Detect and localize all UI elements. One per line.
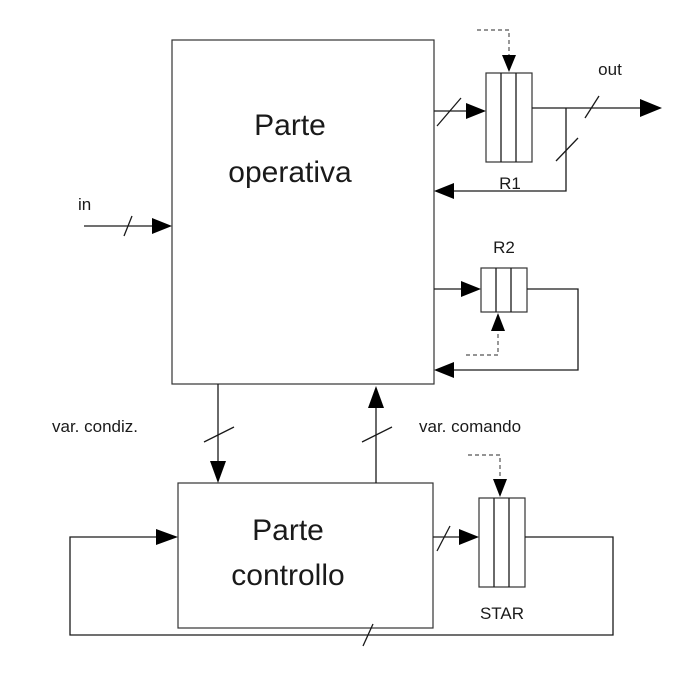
r1-input-arrowhead: [466, 103, 486, 119]
r1-clock-line: [477, 29, 510, 55]
r2-clock-line: [466, 331, 499, 356]
parte-operativa-block: Parte operativa: [171, 39, 435, 385]
parte-controllo-block: Parte controllo: [177, 482, 434, 629]
out-arrowhead: [640, 99, 662, 117]
star-input-bus-slash: [436, 525, 451, 552]
var-condiz-connection: var. condiz.: [52, 384, 235, 483]
r1-clock-arrowhead: [502, 55, 516, 72]
r1-feedback-arrowhead: [434, 183, 454, 199]
star-box: [478, 497, 526, 588]
star-input-arrowhead: [459, 529, 479, 545]
r2-label: R2: [493, 238, 515, 257]
parte-operativa-label-line2: operativa: [228, 156, 352, 189]
parte-controllo-label-line1: Parte: [252, 514, 324, 547]
var-condiz-label: var. condiz.: [52, 417, 138, 436]
input-in-label: in: [78, 195, 91, 214]
parte-controllo-label-line2: controllo: [231, 559, 344, 592]
parte-operativa-box: [171, 39, 435, 385]
out-label: out: [598, 60, 622, 79]
star-clock-line: [468, 454, 501, 479]
r1-input-bus-slash: [436, 97, 462, 127]
var-comando-bus-slash: [361, 426, 393, 443]
star-clock-arrowhead: [493, 479, 507, 497]
input-in-connection: in: [78, 195, 172, 237]
var-comando-arrowhead: [368, 386, 384, 408]
r1-feedback-line: [452, 108, 567, 192]
star-label: STAR: [480, 604, 524, 623]
var-condiz-arrowhead: [210, 461, 226, 483]
r1-label: R1: [499, 174, 521, 193]
r1-box: [485, 72, 533, 163]
var-comando-label: var. comando: [419, 417, 521, 436]
register-r1: R1 out: [434, 29, 662, 199]
out-bus-slash: [584, 95, 600, 119]
input-bus-slash: [123, 215, 133, 237]
star-feedback-arrowhead: [156, 529, 178, 545]
parte-controllo-box: [177, 482, 434, 629]
var-comando-connection: var. comando: [361, 386, 521, 483]
r1-feedback-bus-slash: [555, 137, 579, 162]
r2-box: [480, 267, 528, 313]
r2-clock-arrowhead: [491, 313, 505, 331]
star-feedback-bus-slash: [362, 623, 374, 647]
input-arrowhead: [152, 218, 172, 234]
r2-input-arrowhead: [461, 281, 481, 297]
register-star: STAR: [69, 454, 614, 647]
star-feedback-line: [69, 536, 614, 636]
register-r2: R2: [434, 238, 579, 378]
var-condiz-bus-slash: [203, 426, 235, 443]
r2-feedback-arrowhead: [434, 362, 454, 378]
parte-operativa-label-line1: Parte: [254, 109, 326, 142]
r2-feedback-line: [452, 288, 579, 371]
